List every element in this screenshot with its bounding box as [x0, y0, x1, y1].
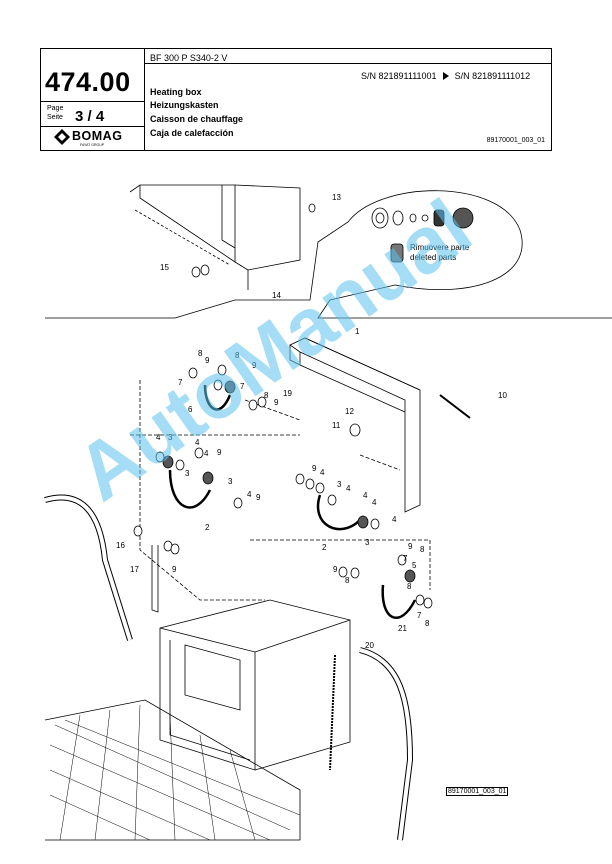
svg-text:3: 3: [365, 538, 370, 547]
svg-text:15: 15: [160, 263, 169, 272]
arrow-right-icon: [442, 72, 449, 80]
heating-box-body: [159, 599, 351, 771]
model-name: BF 300 P S340-2 V: [150, 53, 228, 63]
document-reference: 89170001_003_01: [486, 137, 545, 144]
deleted-parts-label-en: deleted parts: [410, 253, 456, 262]
svg-text:8: 8: [345, 576, 350, 585]
svg-text:5: 5: [412, 561, 417, 570]
svg-text:8: 8: [407, 582, 412, 591]
svg-text:7: 7: [417, 611, 422, 620]
grille-frame: [44, 699, 301, 841]
svg-text:4: 4: [195, 438, 200, 447]
serial-from: S/N 821891111001: [361, 71, 437, 81]
page-fraction: 3 / 4: [75, 108, 105, 125]
svg-text:16: 16: [116, 541, 125, 550]
svg-text:8: 8: [420, 545, 425, 554]
svg-text:8: 8: [264, 391, 269, 400]
svg-text:12: 12: [345, 407, 354, 416]
header-rule: [41, 101, 144, 102]
svg-text:19: 19: [283, 389, 292, 398]
page-label-en: Page: [47, 105, 64, 112]
svg-text:9: 9: [252, 361, 257, 370]
svg-text:4: 4: [320, 468, 325, 477]
svg-text:2: 2: [205, 523, 210, 532]
svg-text:20: 20: [365, 641, 374, 650]
page-number: 474.00: [45, 67, 131, 97]
svg-text:4: 4: [156, 433, 161, 442]
svg-text:9: 9: [408, 542, 413, 551]
svg-text:14: 14: [272, 291, 281, 300]
svg-text:4: 4: [392, 515, 397, 524]
svg-text:9: 9: [172, 565, 177, 574]
svg-text:17: 17: [130, 565, 139, 574]
svg-text:8: 8: [198, 349, 203, 358]
svg-text:8: 8: [425, 619, 430, 628]
svg-text:9: 9: [256, 493, 261, 502]
svg-text:7: 7: [240, 382, 245, 391]
header-rule: [41, 126, 144, 127]
svg-text:3: 3: [168, 433, 173, 442]
deleted-parts-label-it: Rimuovere parte: [410, 243, 470, 252]
housing-outline: [129, 184, 249, 290]
title-en: Heating box: [150, 87, 202, 97]
svg-text:2: 2: [322, 543, 327, 552]
svg-text:3: 3: [228, 477, 233, 486]
svg-text:4: 4: [372, 498, 377, 507]
svg-text:9: 9: [274, 398, 279, 407]
svg-text:10: 10: [498, 391, 507, 400]
svg-text:9: 9: [333, 565, 338, 574]
bomag-logo: BOMAG FAYAT GROUP: [54, 129, 134, 149]
title-fr: Caisson de chauffage: [150, 114, 244, 124]
drawing-reference: 89170001_003_01: [446, 787, 509, 796]
svg-text:3: 3: [185, 469, 190, 478]
header-divider: [144, 49, 145, 150]
svg-text:9: 9: [217, 448, 222, 457]
serial-range: S/N 821891111001 S/N 821891111012: [361, 71, 530, 81]
bomag-diamond-icon: [54, 129, 70, 145]
header-block: 474.00 Page Seite 3 / 4 BOMAG FAYAT GROU…: [40, 48, 552, 151]
svg-text:4: 4: [204, 449, 209, 458]
svg-text:11: 11: [332, 421, 341, 430]
svg-text:4: 4: [247, 490, 252, 499]
logo-text: BOMAG: [72, 129, 123, 143]
svg-text:7: 7: [403, 554, 408, 563]
title-es: Caja de calefacción: [150, 128, 234, 138]
svg-text:4: 4: [346, 484, 351, 493]
logo-subtext: FAYAT GROUP: [80, 143, 105, 147]
svg-text:9: 9: [205, 356, 210, 365]
svg-text:9: 9: [312, 464, 317, 473]
header-rule: [144, 63, 551, 64]
detail-outline: [45, 190, 612, 319]
svg-text:6: 6: [188, 405, 193, 414]
title-de: Heizungskasten: [150, 100, 219, 110]
svg-text:4: 4: [363, 491, 368, 500]
svg-text:7: 7: [178, 378, 183, 387]
serial-to: S/N 821891111012: [454, 71, 531, 81]
svg-text:3: 3: [337, 480, 342, 489]
svg-text:8: 8: [235, 351, 240, 360]
svg-text:13: 13: [332, 193, 341, 202]
svg-text:1: 1: [355, 327, 360, 336]
page-label-de: Seite: [47, 114, 63, 121]
svg-text:21: 21: [398, 624, 407, 633]
